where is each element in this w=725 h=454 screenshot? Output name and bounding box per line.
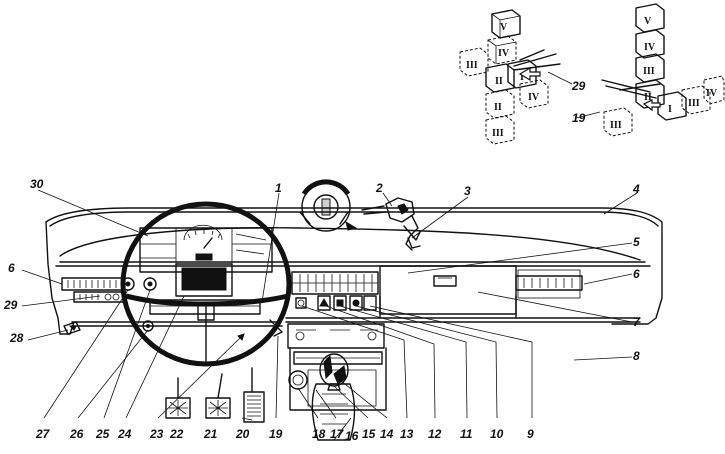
brake-pedal — [205, 373, 231, 419]
label-11: 11 — [460, 427, 473, 441]
gear-cube: II — [485, 89, 515, 119]
shift-lever-lines — [601, 79, 661, 99]
shift-arrow-icon — [642, 99, 661, 112]
gear-label-5: III — [688, 98, 700, 109]
glove-box — [379, 265, 517, 319]
left-gear-pattern: V IV III II I II III IV — [459, 9, 586, 145]
gear-cube: III — [485, 115, 515, 145]
gear-cube: III — [459, 47, 489, 77]
gear-cube: IV — [635, 29, 665, 59]
label-6-left: 6 — [8, 261, 15, 275]
pedals — [165, 367, 265, 423]
gear-label-2: III — [643, 66, 655, 77]
instrument-cluster — [139, 224, 273, 315]
label-10: 10 — [490, 427, 504, 441]
label-18: 18 — [312, 427, 326, 441]
callout-line — [575, 111, 601, 119]
label-19: 19 — [269, 427, 283, 441]
gear-label-6: IV — [706, 88, 718, 99]
switch-row — [295, 295, 377, 311]
center-vent-panel — [291, 271, 379, 295]
gear-label-1: IV — [644, 42, 656, 53]
label-30: 30 — [30, 177, 44, 191]
gear-cube: I — [657, 91, 687, 121]
leader-lines — [21, 189, 638, 441]
callout-labels: 1 2 3 4 5 6 6 7 8 9 10 11 12 13 14 15 16… — [3, 177, 641, 443]
right-air-vent — [515, 269, 583, 299]
label-5: 5 — [633, 235, 640, 249]
label-21: 21 — [203, 427, 218, 441]
label-7: 7 — [633, 315, 641, 329]
gear-cube: II — [635, 79, 665, 109]
gear-cube: II — [485, 63, 515, 93]
gear-label-5: II — [494, 102, 502, 113]
label-2: 2 — [375, 181, 383, 195]
label-12: 12 — [428, 427, 442, 441]
label-9: 9 — [527, 427, 534, 441]
label-3: 3 — [464, 184, 471, 198]
right-gear-pattern: V IV III II I III IV III — [572, 3, 725, 137]
label-23: 23 — [149, 427, 164, 441]
gear-label-3: II — [495, 76, 503, 87]
gear-label-0: V — [644, 16, 652, 27]
gear-label-0: V — [500, 22, 508, 33]
label-28: 28 — [9, 331, 24, 345]
accelerator-pedal — [243, 367, 265, 423]
gear-cube: III — [635, 53, 665, 83]
ignition-key-icon — [361, 197, 421, 251]
gear-label-4: I — [668, 104, 672, 115]
callout-label: 29 — [571, 79, 586, 93]
label-20: 20 — [235, 427, 250, 441]
label-8: 8 — [633, 349, 640, 363]
label-22: 22 — [169, 427, 184, 441]
label-24: 24 — [117, 427, 132, 441]
label-26: 26 — [69, 427, 84, 441]
gear-cube: V — [491, 9, 521, 39]
gear-label-4: I — [520, 72, 524, 83]
label-14: 14 — [380, 427, 394, 441]
shift-arrow-icon — [518, 66, 541, 82]
gear-cube: I — [507, 59, 537, 89]
gear-label-7: IV — [528, 92, 540, 103]
gear-label-2: III — [466, 60, 478, 71]
center-console — [287, 323, 387, 441]
shift-lever-lines — [513, 49, 561, 71]
label-1: 1 — [275, 181, 282, 195]
label-16: 16 — [345, 429, 359, 443]
gear-cube: III — [681, 85, 711, 115]
label-4: 4 — [632, 182, 640, 196]
label-27: 27 — [35, 427, 51, 441]
label-6-right: 6 — [633, 267, 640, 281]
gear-cube: V — [635, 3, 665, 33]
callout-line — [547, 71, 573, 85]
gear-cube: IV — [487, 35, 517, 65]
label-29: 29 — [3, 298, 18, 312]
gear-label-7: III — [610, 120, 622, 131]
gear-cube: III — [603, 107, 633, 137]
steering-column — [269, 319, 283, 337]
gear-label-6: III — [492, 128, 504, 139]
label-13: 13 — [400, 427, 414, 441]
callout-label: 19 — [572, 111, 586, 125]
gear-cube: IV — [703, 75, 725, 105]
ignition-switch-detail — [299, 179, 358, 232]
gear-label-1: IV — [498, 48, 510, 59]
label-15: 15 — [362, 427, 376, 441]
gear-label-3: II — [644, 92, 652, 103]
gear-cube: IV — [519, 79, 549, 109]
label-17: 17 — [330, 427, 345, 441]
steering-wheel — [120, 201, 292, 367]
left-air-vent — [61, 277, 125, 303]
label-25: 25 — [95, 427, 110, 441]
